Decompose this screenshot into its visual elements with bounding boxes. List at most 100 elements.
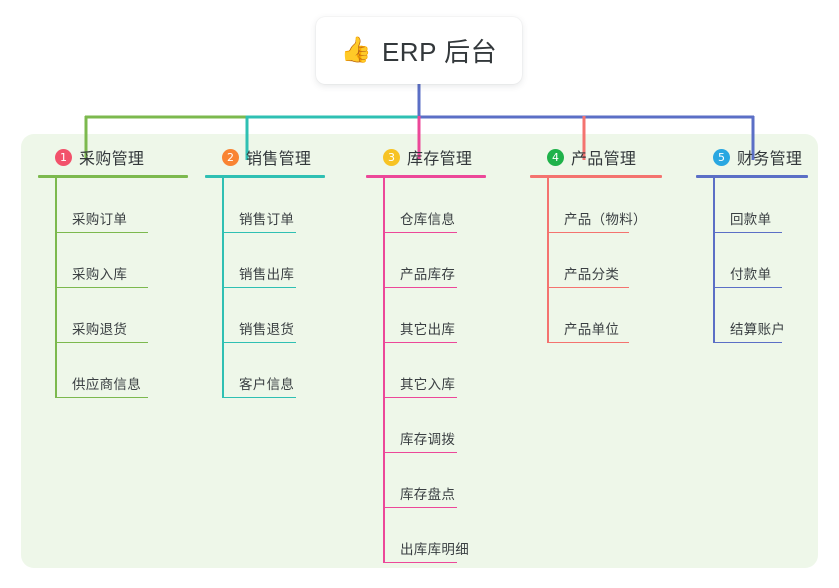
leaf-item-label: 回款单	[730, 212, 772, 227]
leaf-item-underline	[383, 341, 457, 343]
leaf-item[interactable]: 销售订单	[205, 178, 325, 233]
leaf-item-underline	[55, 231, 148, 233]
leaf-item-underline	[55, 286, 148, 288]
branch-spine-2	[222, 178, 224, 398]
leaf-item[interactable]: 出库库明细	[366, 508, 486, 563]
branch-spine-3	[383, 178, 385, 563]
branch-header-2[interactable]: 2 销售管理	[205, 145, 325, 169]
leaf-item-underline	[222, 286, 296, 288]
leaf-item-label: 库存调拨	[400, 432, 456, 447]
branch-title-5: 财务管理	[737, 151, 803, 168]
leaf-item-label: 其它入库	[400, 377, 456, 392]
diagram-background-panel	[21, 134, 818, 568]
leaf-item-label: 供应商信息	[72, 377, 141, 392]
leaf-item-underline	[222, 231, 296, 233]
leaf-item[interactable]: 其它入库	[366, 343, 486, 398]
branch-items-1: 采购订单采购入库采购退货供应商信息	[38, 178, 188, 398]
branch-spine-5	[713, 178, 715, 343]
leaf-item-underline	[383, 231, 457, 233]
branch-column-1: 1 采购管理采购订单采购入库采购退货供应商信息	[38, 145, 188, 398]
leaf-item-label: 产品（物料）	[564, 212, 647, 227]
leaf-item-label: 采购退货	[72, 322, 128, 337]
leaf-item-underline	[55, 396, 148, 398]
leaf-item-underline	[383, 451, 457, 453]
leaf-item[interactable]: 销售出库	[205, 233, 325, 288]
branch-items-4: 产品（物料） 产品分类产品单位	[530, 178, 662, 343]
leaf-item-label: 库存盘点	[400, 487, 456, 502]
branch-title-1: 采购管理	[79, 151, 145, 168]
thumbs-up-icon: 👍	[340, 36, 372, 64]
leaf-item[interactable]: 回款单	[696, 178, 808, 233]
branch-badge-3: 3	[383, 148, 400, 166]
leaf-item-underline	[713, 341, 782, 343]
leaf-item[interactable]: 库存盘点	[366, 453, 486, 508]
leaf-item[interactable]: 采购入库	[38, 233, 188, 288]
leaf-item-label: 产品单位	[564, 322, 620, 337]
leaf-item-underline	[383, 396, 457, 398]
branch-column-4: 4 产品管理产品（物料） 产品分类产品单位	[530, 145, 662, 343]
leaf-item-underline	[383, 561, 457, 563]
branch-underline-4	[530, 175, 662, 178]
branch-underline-3	[366, 175, 486, 178]
branch-title-2: 销售管理	[246, 151, 312, 168]
branch-spine-4	[547, 178, 549, 343]
leaf-item-underline	[547, 341, 629, 343]
leaf-item-label: 客户信息	[239, 377, 295, 392]
branch-items-5: 回款单付款单结算账户	[696, 178, 808, 343]
branch-header-3[interactable]: 3 库存管理	[366, 145, 486, 169]
leaf-item-underline	[222, 341, 296, 343]
leaf-item[interactable]: 其它出库	[366, 288, 486, 343]
leaf-item-label: 出库库明细	[400, 542, 469, 557]
leaf-item[interactable]: 产品库存	[366, 233, 486, 288]
leaf-item[interactable]: 付款单	[696, 233, 808, 288]
branch-badge-4: 4	[547, 148, 564, 166]
branch-spine-1	[55, 178, 57, 398]
leaf-item-underline	[222, 396, 296, 398]
branch-underline-5	[696, 175, 808, 178]
branch-badge-2: 2	[222, 148, 239, 166]
branch-column-3: 3 库存管理仓库信息产品库存其它出库其它入库库存调拨库存盘点出库库明细	[366, 145, 486, 563]
leaf-item-underline	[713, 286, 782, 288]
leaf-item-underline	[383, 506, 457, 508]
leaf-item-label: 采购订单	[72, 212, 128, 227]
leaf-item-underline	[713, 231, 782, 233]
leaf-item[interactable]: 采购退货	[38, 288, 188, 343]
leaf-item-underline	[55, 341, 148, 343]
leaf-item-underline	[383, 286, 457, 288]
leaf-item-label: 销售订单	[239, 212, 295, 227]
branch-underline-1	[38, 175, 188, 178]
branch-header-4[interactable]: 4 产品管理	[530, 145, 662, 169]
leaf-item[interactable]: 库存调拨	[366, 398, 486, 453]
leaf-item-label: 付款单	[730, 267, 772, 282]
branch-underline-2	[205, 175, 325, 178]
root-title: ERP 后台	[381, 37, 498, 67]
branch-title-4: 产品管理	[571, 151, 637, 168]
leaf-item-label: 结算账户	[730, 322, 786, 337]
leaf-item-label: 产品库存	[400, 267, 456, 282]
leaf-item[interactable]: 客户信息	[205, 343, 325, 398]
leaf-item[interactable]: 产品（物料）	[530, 178, 662, 233]
leaf-item-label: 采购入库	[72, 267, 128, 282]
leaf-item[interactable]: 仓库信息	[366, 178, 486, 233]
branch-header-5[interactable]: 5 财务管理	[696, 145, 808, 169]
leaf-item[interactable]: 产品单位	[530, 288, 662, 343]
leaf-item-label: 产品分类	[564, 267, 620, 282]
branch-items-2: 销售订单销售出库销售退货客户信息	[205, 178, 325, 398]
leaf-item[interactable]: 销售退货	[205, 288, 325, 343]
branch-badge-5: 5	[713, 148, 730, 166]
leaf-item[interactable]: 供应商信息	[38, 343, 188, 398]
branch-column-5: 5 财务管理回款单付款单结算账户	[696, 145, 808, 343]
leaf-item[interactable]: 采购订单	[38, 178, 188, 233]
branch-badge-1: 1	[55, 148, 72, 166]
root-node[interactable]: 👍 ERP 后台	[316, 17, 522, 84]
branch-title-3: 库存管理	[407, 151, 473, 168]
leaf-item-label: 其它出库	[400, 322, 456, 337]
branch-header-1[interactable]: 1 采购管理	[38, 145, 188, 169]
leaf-item[interactable]: 产品分类	[530, 233, 662, 288]
leaf-item-label: 销售退货	[239, 322, 295, 337]
leaf-item-underline	[547, 231, 629, 233]
leaf-item-label: 销售出库	[239, 267, 295, 282]
leaf-item[interactable]: 结算账户	[696, 288, 808, 343]
leaf-item-label: 仓库信息	[400, 212, 456, 227]
